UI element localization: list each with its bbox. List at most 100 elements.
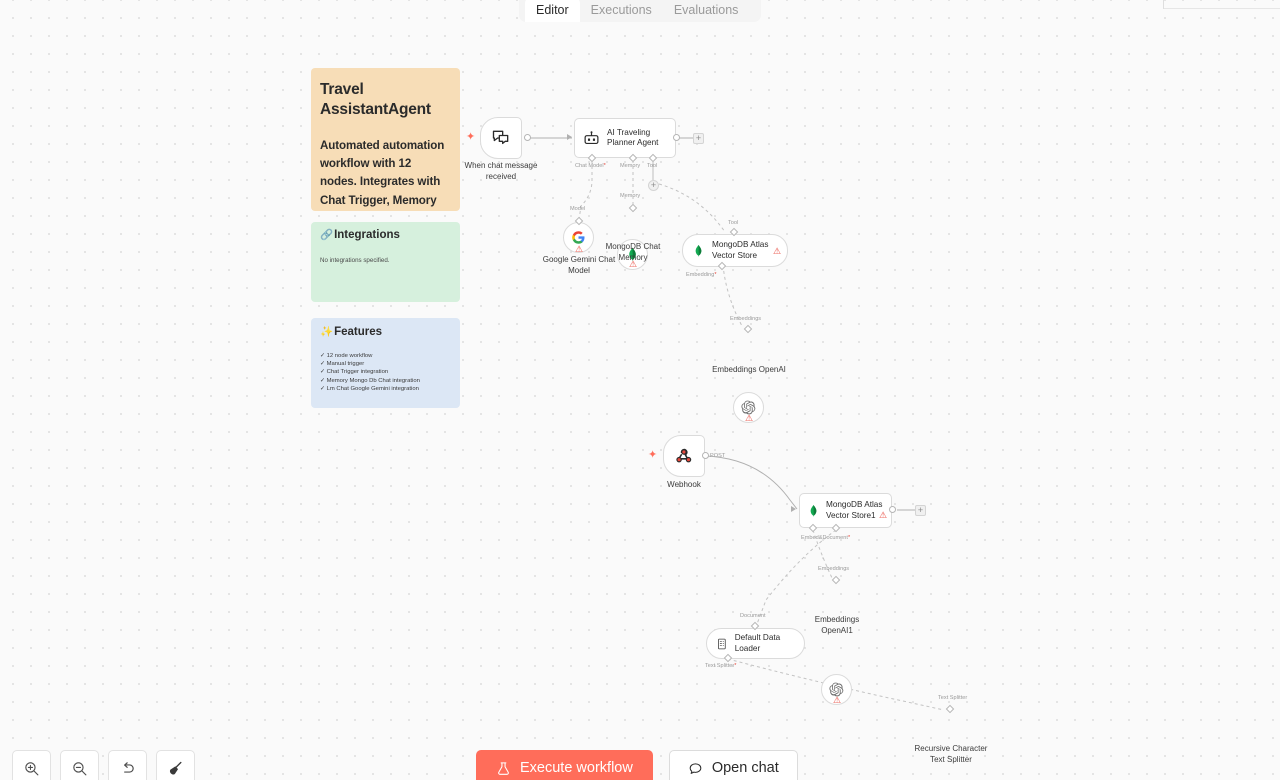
integrations-title: Integrations xyxy=(334,229,400,241)
trigger-bolt-icon: ✦ xyxy=(466,131,476,143)
canvas-zoom-toolbar[interactable] xyxy=(12,750,195,780)
mongodb-leaf-icon xyxy=(810,504,817,517)
google-g-icon xyxy=(572,231,585,244)
header-tick xyxy=(1163,0,1164,9)
robot-icon xyxy=(584,130,599,144)
integrations-body: No integrations specified. xyxy=(320,257,390,264)
sticky-overview-title: Travel AssistantAgent xyxy=(320,81,431,118)
reset-zoom-button[interactable] xyxy=(108,750,147,780)
node-label-text-splitter: Recursive Character Text Splitter xyxy=(914,744,988,764)
port-embeddings-openai-in[interactable] xyxy=(743,324,753,334)
node-label-vector-store1: MongoDB Atlas Vector Store1 xyxy=(826,500,883,520)
warning-icon: ⚠ xyxy=(629,259,638,269)
port-vector-store1-out[interactable] xyxy=(889,506,896,513)
node-label-gemini: Google Gemini Chat Model xyxy=(542,255,616,275)
node-label-data-loader: Default Data Loader xyxy=(734,633,781,653)
add-tool-button[interactable]: + xyxy=(648,180,659,191)
tab-executions[interactable]: Executions xyxy=(590,3,652,17)
add-node-after-vector-store1-button[interactable]: + xyxy=(915,505,926,516)
port-chat-trigger-out[interactable] xyxy=(524,134,531,141)
conn-label-memory: Memory xyxy=(620,163,641,169)
tab-evaluations[interactable]: Evaluations xyxy=(673,3,739,17)
node-chat-trigger[interactable] xyxy=(480,117,522,159)
conn-label-text-splitter-req: Text Splitter* xyxy=(705,663,737,669)
warning-icon: ⚠ xyxy=(773,246,782,256)
document-icon xyxy=(718,638,726,649)
node-label-embeddings-openai1: Embeddings OpenAI1 xyxy=(814,615,860,635)
list-item: ✓ 12 node workflow xyxy=(320,353,373,359)
sticky-overview-body: Automated automation workflow with 12 no… xyxy=(320,139,445,207)
node-mongodb-chat-memory[interactable]: ⚠ xyxy=(617,239,648,270)
tab-editor[interactable]: Editor xyxy=(525,0,580,22)
conn-label-tool-sub: Tool xyxy=(728,220,739,226)
zoom-out-button[interactable] xyxy=(60,750,99,780)
openai-icon xyxy=(741,400,756,415)
conn-label-tool: Tool xyxy=(647,163,658,169)
editor-tabs[interactable]: Editor Executions Evaluations xyxy=(519,0,761,22)
open-chat-button[interactable]: Open chat xyxy=(668,750,798,780)
node-label-vector-store: MongoDB Atlas Vector Store xyxy=(712,240,769,260)
mongodb-leaf-icon xyxy=(629,247,636,262)
sparkles-icon: ✨ xyxy=(320,326,334,338)
add-node-after-agent-button[interactable]: + xyxy=(693,133,704,144)
broom-icon xyxy=(169,761,182,774)
features-title: Features xyxy=(334,326,383,338)
conn-label-embedding: Embedding* xyxy=(686,272,717,278)
warning-icon: ⚠ xyxy=(575,244,584,254)
open-chat-label: Open chat xyxy=(711,760,779,776)
node-embeddings-openai[interactable]: ⚠ xyxy=(733,392,764,423)
workflow-actions[interactable]: Execute workflow Open chat xyxy=(476,750,798,780)
port-text-splitter-in[interactable] xyxy=(945,704,955,714)
port-agent-in[interactable] xyxy=(567,134,572,140)
tidy-up-button[interactable] xyxy=(156,750,195,780)
node-default-data-loader[interactable]: Default Data Loader xyxy=(706,628,805,659)
conn-label-post: POST xyxy=(710,453,726,459)
chat-bubbles-icon xyxy=(492,130,509,145)
features-list: ✓ 12 node workflow ✓ Manual trigger ✓ Ch… xyxy=(320,352,451,393)
port-embeddings-openai1-in[interactable] xyxy=(831,575,841,585)
node-webhook[interactable] xyxy=(663,435,705,477)
sticky-note-features[interactable]: ✨ Features ✓ 12 node workflow ✓ Manual t… xyxy=(311,318,460,408)
conn-label-document: Document xyxy=(740,613,766,619)
chat-bubble-icon xyxy=(689,762,702,774)
port-mongo-memory-in[interactable] xyxy=(628,203,638,213)
zoom-in-icon xyxy=(25,761,39,775)
node-label-webhook: Webhook xyxy=(667,480,701,489)
node-embeddings-openai1[interactable]: ⚠ xyxy=(821,674,852,705)
node-label-chat-trigger: When chat message received xyxy=(464,161,538,181)
conn-label-chat-model: Chat Model* xyxy=(575,163,606,169)
port-agent-out[interactable] xyxy=(673,134,680,141)
features-heading: ✨ Features xyxy=(320,325,451,340)
link-icon: 🔗 xyxy=(320,229,334,241)
conn-label-model: Model xyxy=(570,206,586,212)
conn-label-embeddings: Embeddings xyxy=(730,316,762,322)
node-mongodb-atlas-vector-store[interactable]: MongoDB Atlas Vector Store ⚠ xyxy=(682,234,788,267)
warning-icon: ⚠ xyxy=(879,510,888,520)
warning-icon: ⚠ xyxy=(745,413,754,423)
warning-icon: ⚠ xyxy=(833,695,842,705)
port-webhook-out[interactable] xyxy=(702,452,709,459)
node-ai-agent[interactable]: AI Traveling Planner Agent xyxy=(574,118,676,158)
execute-workflow-button[interactable]: Execute workflow xyxy=(476,750,653,780)
integrations-heading: 🔗 Integrations xyxy=(320,228,451,243)
conn-label-text-splitter: Text Splitter xyxy=(938,695,968,701)
node-label-mongo-memory: MongoDB Chat Memory xyxy=(605,242,661,262)
zoom-out-icon xyxy=(73,761,87,775)
header-bar-right xyxy=(1164,8,1280,9)
node-google-gemini-chat-model[interactable]: ⚠ xyxy=(563,222,594,254)
sticky-note-integrations[interactable]: 🔗 Integrations No integrations specified… xyxy=(311,222,460,302)
list-item: ✓ Lm Chat Google Gemini integration xyxy=(320,385,419,392)
mongodb-leaf-icon xyxy=(695,244,702,257)
node-label-embeddings-openai: Embeddings OpenAI xyxy=(712,365,786,374)
webhook-icon xyxy=(676,448,692,463)
conn-label-memory-sub: Memory xyxy=(620,193,641,199)
port-vector-store1-in[interactable] xyxy=(791,506,796,512)
node-mongodb-atlas-vector-store1[interactable]: MongoDB Atlas Vector Store1 ⚠ xyxy=(799,493,892,528)
zoom-in-button[interactable] xyxy=(12,750,51,780)
execute-workflow-label: Execute workflow xyxy=(520,760,633,776)
list-item: ✓ Memory Mongo Db Chat integration xyxy=(320,377,420,384)
node-label-ai-agent: AI Traveling Planner Agent xyxy=(607,127,659,148)
sticky-note-overview[interactable]: Travel AssistantAgent Automated automati… xyxy=(311,68,460,211)
